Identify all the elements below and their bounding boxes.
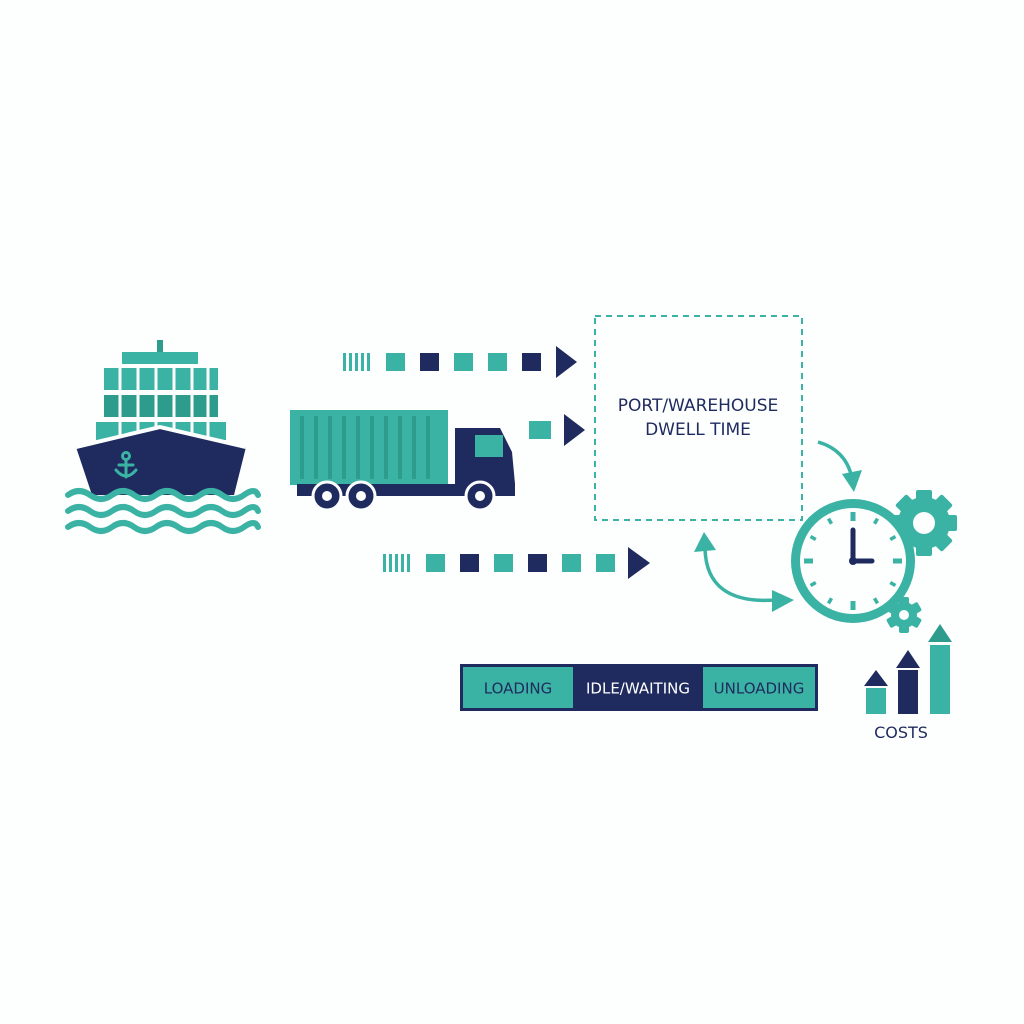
timeline-segment-label: LOADING xyxy=(484,680,552,698)
gear-icon xyxy=(891,490,957,556)
timeline-segment-label: IDLE/WAITING xyxy=(586,680,690,698)
container-ship-icon xyxy=(65,340,261,534)
timeline-bar: LOADING IDLE/WAITING UNLOADING xyxy=(460,664,818,711)
clock-tick xyxy=(809,580,817,588)
clock-tick xyxy=(889,580,897,588)
clock-tick xyxy=(826,597,834,605)
clock-tick xyxy=(809,534,817,542)
timeline-segment xyxy=(703,667,815,708)
cycle-arrow xyxy=(694,532,794,612)
flow-arrow-bottom xyxy=(383,547,650,579)
timeline-segment-label: UNLOADING xyxy=(714,680,805,698)
clock-tick xyxy=(889,534,897,542)
timeline-segment xyxy=(463,667,573,708)
clock-tick xyxy=(872,597,880,605)
clock-icon xyxy=(791,499,915,623)
rising-bar-chart-icon: COSTS xyxy=(864,624,952,742)
flow-arrow-top xyxy=(343,346,577,378)
clock-tick xyxy=(826,517,834,525)
wave-icon xyxy=(65,488,261,534)
dwell-time-box: PORT/WAREHOUSE DWELL TIME xyxy=(594,315,803,521)
dwell-box-title-line1: PORT/WAREHOUSE xyxy=(618,396,779,416)
small-gear-icon xyxy=(886,597,922,633)
curved-arrow-to-clock xyxy=(817,440,862,492)
costs-label: COSTS xyxy=(874,723,928,742)
container-truck-icon xyxy=(290,410,515,512)
clock-tick xyxy=(872,517,880,525)
timeline-segment xyxy=(573,667,703,708)
anchor-icon xyxy=(114,451,138,479)
dwell-box-title-line2: DWELL TIME xyxy=(645,420,751,440)
flow-arrow-middle xyxy=(529,414,585,446)
